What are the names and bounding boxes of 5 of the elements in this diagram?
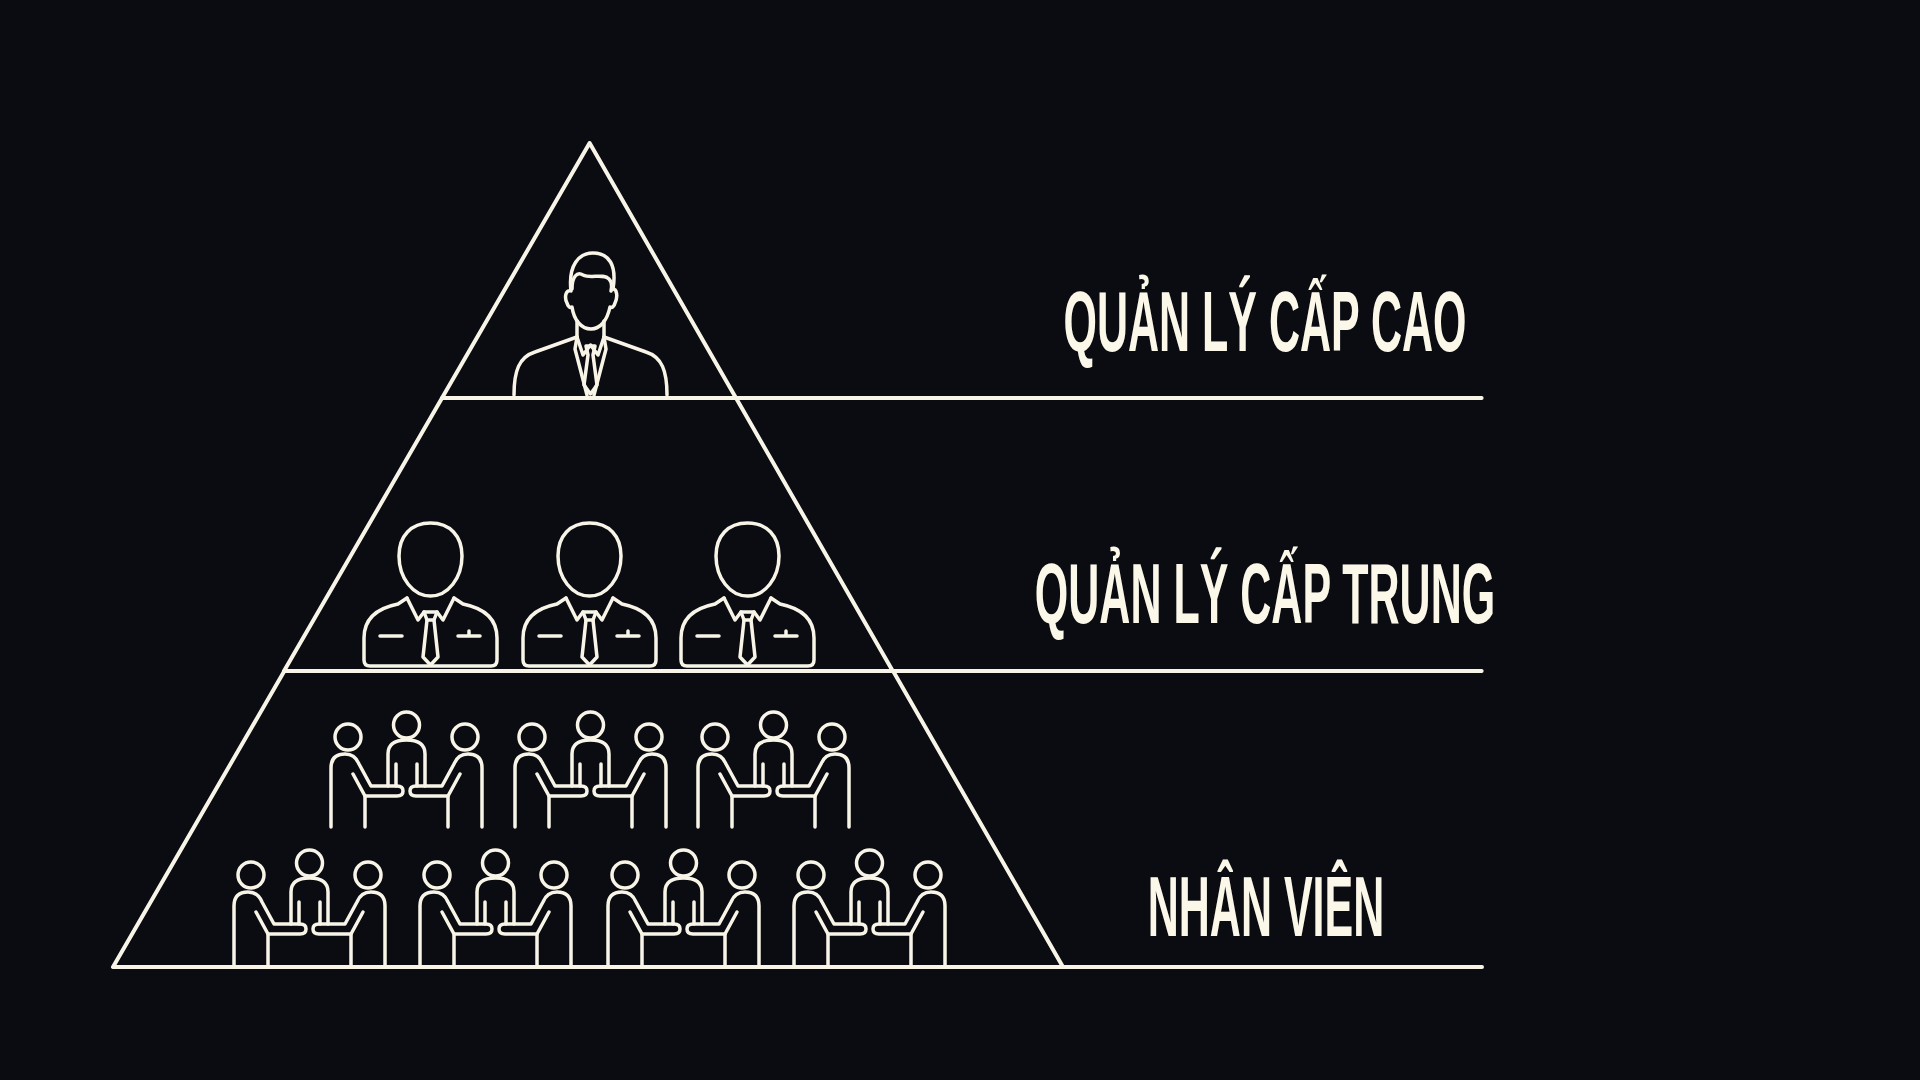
tier-label: QUẢN LÝ CẤP TRUNG	[1034, 544, 1496, 643]
pyramid-tier	[438, 139, 1486, 402]
tier-label: QUẢN LÝ CẤP CAO	[1063, 272, 1467, 371]
tier-label: NHÂN VIÊN	[1147, 857, 1385, 956]
pyramid-tier	[109, 667, 1486, 971]
